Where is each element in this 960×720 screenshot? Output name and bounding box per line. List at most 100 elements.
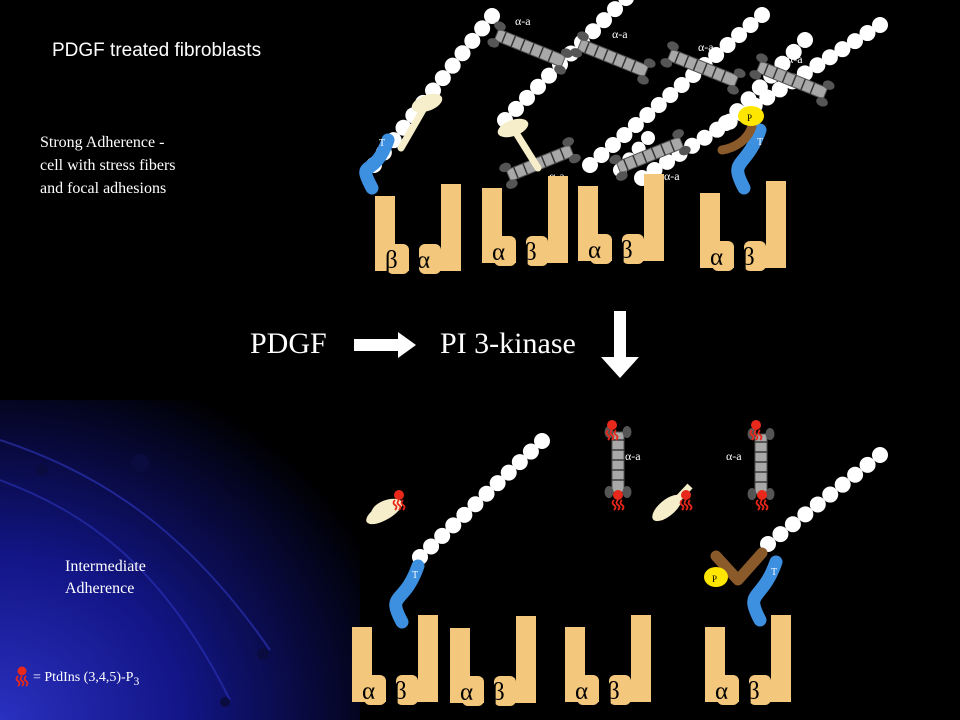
actinin-stripe (501, 31, 507, 44)
alpha-actinin-label: α-a (625, 449, 641, 463)
integrin-leg (565, 627, 599, 702)
actinin-stripe (632, 155, 639, 167)
actinin-stripe (522, 163, 529, 175)
integrin-leg (450, 628, 484, 703)
actinin-head (727, 85, 739, 95)
actinin-head (609, 154, 621, 165)
integrin-greek-label: α (492, 239, 505, 266)
actinin-head (487, 38, 500, 48)
actin-bead (641, 131, 655, 145)
alpha-actinin (660, 41, 746, 95)
integrin-subunit (526, 236, 548, 266)
pip3-head (757, 490, 767, 500)
actinin-rod (615, 136, 685, 174)
pip3-lipid (679, 490, 693, 511)
actin-bead (604, 137, 621, 153)
actin-bead (478, 485, 495, 502)
actinin-stripe (510, 35, 517, 48)
actinin-head (570, 48, 583, 58)
actin-bead (508, 100, 524, 117)
actinin-head (569, 153, 581, 164)
caption-line: Adherence (65, 580, 135, 597)
actin-bead (718, 115, 734, 131)
actin-filament (412, 433, 550, 565)
actin-bead (859, 25, 876, 42)
right-arrow (354, 332, 416, 358)
alpha-actinin-free (604, 426, 632, 498)
actin-bead (742, 17, 759, 33)
actin-bead (751, 79, 768, 96)
caption-line: and focal adhesions (40, 180, 167, 197)
alpha-actinin-label: α-a (787, 52, 803, 66)
integrin-dimer-5 (352, 615, 438, 705)
actin-bead (530, 78, 546, 95)
actinin-head (616, 171, 628, 181)
actin-bead (596, 12, 612, 29)
actinin-head (577, 31, 589, 41)
integrin-dimer-3 (578, 174, 664, 264)
alpha-actinin-label: α-a (664, 169, 680, 183)
actinin-stripe (540, 155, 547, 168)
actin-bead (809, 496, 826, 513)
integrin-dimer-1 (375, 184, 461, 274)
integrin-dimer-8 (705, 615, 791, 705)
phosphate-label: P (712, 574, 717, 584)
talin-label: T (757, 137, 763, 148)
alpha-actinin (499, 137, 581, 189)
caption-line: cell with stress fibers (40, 157, 176, 174)
phosphate (738, 106, 764, 126)
pip3-tails (611, 499, 625, 511)
integrin-greek-label: α (588, 237, 601, 264)
integrin-leg (404, 615, 438, 702)
talin (359, 133, 395, 195)
alpha-actinin (570, 31, 656, 85)
talin (389, 559, 425, 629)
integrin-greek-label: α (715, 678, 728, 705)
actin-bead (784, 516, 801, 533)
actin-filament (760, 447, 888, 552)
actin-bead (846, 33, 863, 50)
actinin-stripe (720, 70, 727, 83)
actinin-head (604, 486, 614, 498)
actinin-stripe (512, 166, 519, 179)
actinin-stripe (630, 60, 637, 73)
integrin-greek-label: β (385, 247, 398, 274)
integrin-subunit (749, 675, 771, 705)
integrin-leg (375, 196, 409, 271)
actin-bead (822, 486, 839, 503)
integrin-leg (705, 627, 739, 702)
actinin-head (562, 137, 574, 147)
actinin-stripe (519, 39, 526, 51)
actin-bead (821, 49, 838, 66)
pip3-icon (15, 666, 29, 687)
phospho-protein (710, 547, 768, 586)
pip3-lipid (611, 490, 625, 511)
integrin-dimer-4 (700, 181, 786, 271)
actin-bead (484, 8, 500, 24)
actin-bead (659, 153, 676, 170)
actinin-stripe (772, 67, 779, 80)
actin-bead (585, 23, 601, 40)
alpha-actinin-free (747, 428, 775, 500)
pip3-head (751, 420, 761, 430)
actinin-stripe (660, 143, 666, 156)
pip3-head (613, 490, 623, 500)
actin-bead (607, 1, 623, 18)
integrin-subunit (712, 241, 734, 271)
integrin-subunit (744, 241, 766, 271)
actin-bead (444, 57, 461, 74)
actinin-head (506, 179, 518, 189)
actinin-stripe (701, 62, 708, 75)
pip3-tails (679, 499, 693, 511)
actinin-head (494, 21, 506, 31)
actin-bead (616, 127, 633, 143)
actinin-stripe (790, 74, 797, 87)
integrin-greek-label: β (492, 679, 505, 706)
actinin-head (622, 486, 632, 498)
actin-bead (464, 32, 481, 49)
actinin-head (756, 53, 768, 63)
actin-bead (696, 129, 713, 146)
actin-bead (859, 456, 876, 473)
